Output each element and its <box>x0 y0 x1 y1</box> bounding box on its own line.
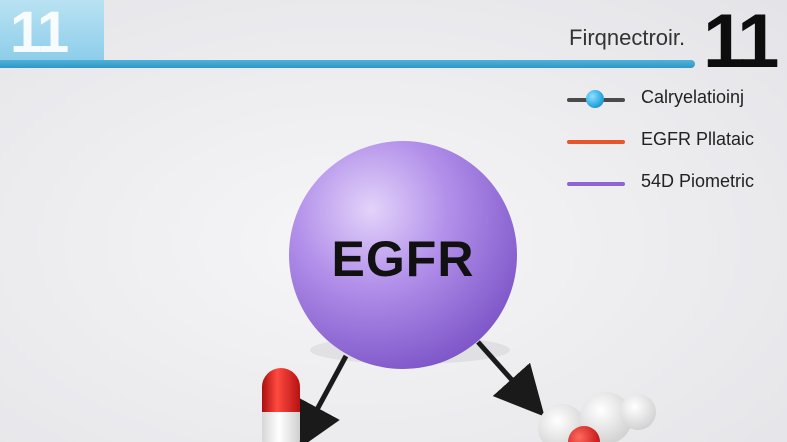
egfr-node-label: EGFR <box>331 231 475 287</box>
legend-item: 54D Piometric <box>565 170 785 212</box>
ligand-molecule <box>538 392 656 442</box>
header-caption: Firqnectroir. <box>569 25 686 50</box>
capsule-molecule <box>262 368 300 442</box>
egfr-node <box>289 141 517 369</box>
legend-item: EGFR Pllataic <box>565 128 785 170</box>
legend-line-orange <box>567 140 625 144</box>
legend-label: EGFR Pllataic <box>641 129 755 149</box>
arrow-right <box>476 340 545 417</box>
legend: Calryelatioinj EGFR Pllataic 54D Piometr… <box>565 86 785 212</box>
legend-label: Calryelatioinj <box>641 87 745 107</box>
blue-dot-icon <box>586 90 604 108</box>
arrow-left <box>294 354 349 442</box>
header-number: 11 <box>703 0 779 84</box>
header-rule <box>0 60 695 68</box>
badge-number: 11 <box>10 0 69 62</box>
slide-number-badge: 11 <box>0 0 104 62</box>
legend-line-purple <box>567 182 625 186</box>
legend-label: 54D Piometric <box>641 171 755 191</box>
legend-item: Calryelatioinj <box>565 86 785 128</box>
